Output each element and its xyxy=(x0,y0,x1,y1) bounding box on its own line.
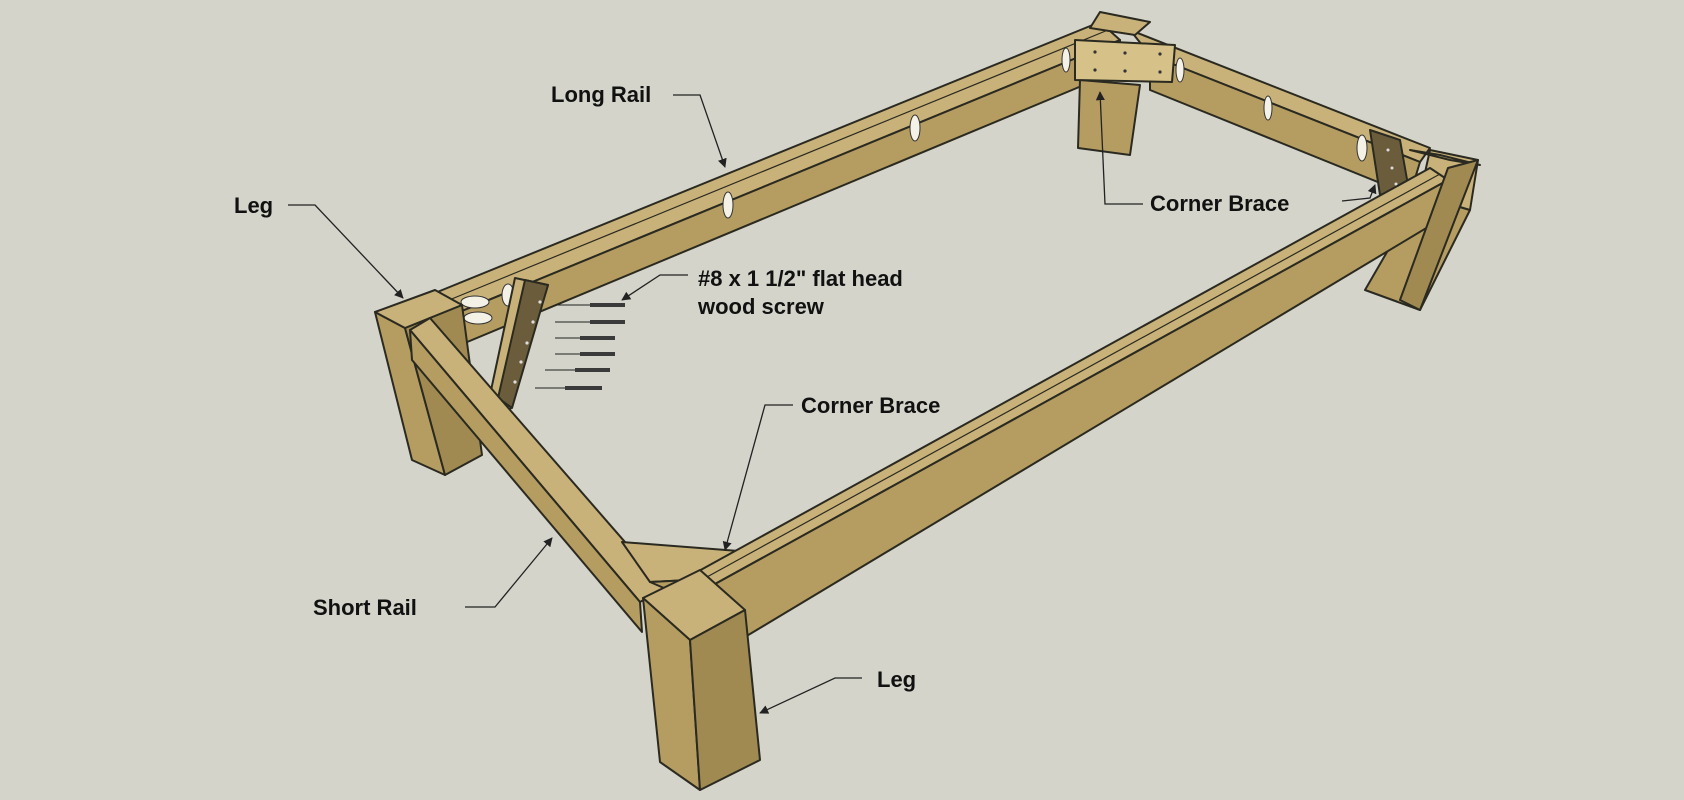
short-rail-front xyxy=(409,317,666,633)
callout-leaders xyxy=(288,91,1377,714)
long-rail-front xyxy=(667,167,1449,653)
label-long-rail: Long Rail xyxy=(551,82,651,107)
corner-brace-top xyxy=(1074,39,1176,83)
corner-brace-right xyxy=(1369,129,1409,196)
label-screw-line2: wood screw xyxy=(697,294,825,319)
label-screw-line1: #8 x 1 1/2" flat head xyxy=(698,266,903,291)
screws xyxy=(535,303,625,390)
leg-right-front xyxy=(1399,149,1481,311)
leg-front-bottom xyxy=(642,569,761,791)
label-short-rail: Short Rail xyxy=(313,595,417,620)
leg-back-top xyxy=(1077,11,1151,156)
label-corner-brace-right: Corner Brace xyxy=(1150,191,1289,216)
label-leg-left: Leg xyxy=(234,193,273,218)
label-leg-bottom: Leg xyxy=(877,667,916,692)
label-corner-brace-center: Corner Brace xyxy=(801,393,940,418)
pocket-holes xyxy=(460,47,1368,325)
